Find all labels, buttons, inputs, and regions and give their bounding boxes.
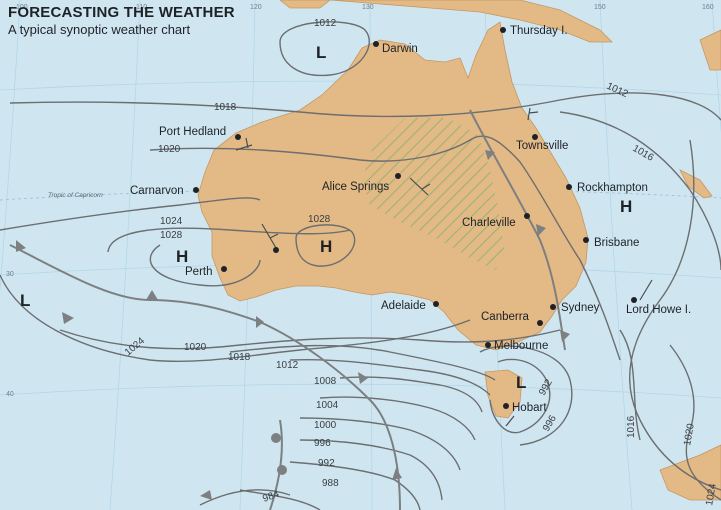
isobar-label: 1018 — [214, 102, 237, 113]
isobars — [0, 21, 721, 510]
wind-barbs — [235, 107, 653, 427]
pressure-centres: L H H H L L — [20, 43, 632, 392]
isobar-label: 1012 — [314, 18, 337, 29]
chart-title: FORECASTING THE WEATHER — [8, 4, 235, 21]
rain-area-hatching — [362, 118, 505, 270]
north-island-nz — [699, 29, 721, 71]
isobar-label: 1016 — [626, 415, 637, 438]
isobar-label: 1000 — [314, 420, 337, 431]
lon-label: 160 — [702, 4, 714, 11]
low-pressure-centre: L — [516, 373, 526, 392]
lon-label: 150 — [594, 4, 606, 11]
new-guinea — [329, 0, 613, 43]
isobar-label: 1004 — [316, 400, 339, 411]
isobar-label: 984 — [261, 489, 281, 505]
lat-label: 40 — [6, 391, 14, 398]
isobar-label: 996 — [314, 438, 331, 449]
city-markers — [193, 27, 637, 409]
chart-subtitle: A typical synoptic weather chart — [8, 22, 191, 37]
isobar-label: 1024 — [704, 482, 719, 506]
isobar-label: 988 — [322, 478, 339, 489]
city-label-thursday-island: Thursday I. — [510, 25, 568, 37]
city-label-canberra: Canberra — [481, 311, 530, 323]
indonesia-islands — [279, 0, 331, 9]
isobar-label: 1012 — [605, 81, 630, 101]
tasmania — [484, 369, 523, 419]
high-pressure-centre: H — [176, 247, 188, 266]
isobar-label: 996 — [541, 413, 559, 433]
new-zealand — [659, 444, 721, 501]
high-pressure-centre: H — [620, 197, 632, 216]
city-label-alice-springs: Alice Springs — [322, 181, 389, 193]
city-label-lord-howe-island: Lord Howe I. — [626, 304, 691, 316]
isobar-label: 1020 — [184, 342, 207, 353]
city-label-adelaide: Adelaide — [381, 300, 426, 312]
lat-label: 30 — [6, 271, 14, 278]
isobar-label: 992 — [318, 458, 335, 469]
isobar-label: 1008 — [314, 376, 337, 387]
isobar-label: 1028 — [308, 214, 331, 225]
city-labels: Darwin Thursday I. Port Hedland Townsvil… — [130, 25, 691, 414]
lon-label: 110 — [136, 4, 147, 11]
lon-label: 100 — [16, 4, 28, 11]
city-label-rockhampton: Rockhampton — [577, 182, 648, 194]
city-label-sydney: Sydney — [561, 302, 600, 314]
low-pressure-centre: L — [20, 291, 30, 310]
city-label-darwin: Darwin — [382, 43, 418, 55]
city-label-charleville: Charleville — [462, 217, 516, 229]
isobar-label: 1012 — [276, 360, 299, 371]
city-label-melbourne: Melbourne — [494, 340, 548, 352]
lon-label: 130 — [362, 4, 374, 11]
tropic-label: Tropic of Capricorn — [48, 192, 103, 199]
isobar-label: 1016 — [631, 143, 656, 164]
city-label-brisbane: Brisbane — [594, 237, 639, 249]
new-caledonia — [679, 169, 713, 199]
isobar-label: 1018 — [228, 352, 251, 363]
low-pressure-centre: L — [316, 43, 326, 62]
isobar-label: 992 — [537, 377, 555, 397]
isobar-label: 1024 — [160, 216, 183, 227]
city-label-carnarvon: Carnarvon — [130, 185, 184, 197]
city-label-port-hedland: Port Hedland — [159, 126, 226, 138]
isobar-label: 1028 — [160, 230, 183, 241]
high-pressure-centre: H — [320, 237, 332, 256]
isobar-label: 1020 — [158, 144, 181, 155]
lon-label: 120 — [250, 4, 262, 11]
city-label-hobart: Hobart — [512, 402, 547, 414]
city-label-perth: Perth — [185, 266, 213, 278]
isobar-label: 1020 — [682, 422, 697, 446]
city-label-townsville: Townsville — [516, 140, 568, 152]
front-symbols — [16, 150, 570, 500]
